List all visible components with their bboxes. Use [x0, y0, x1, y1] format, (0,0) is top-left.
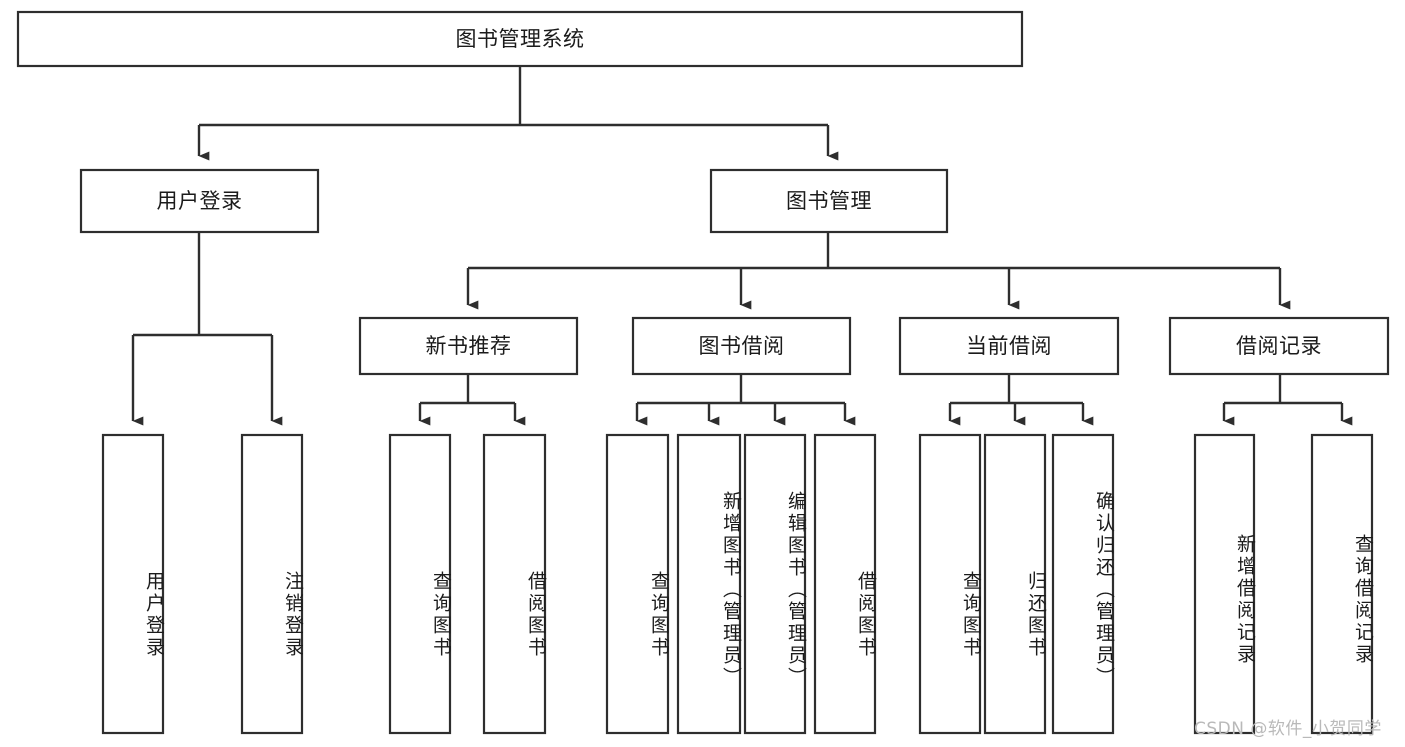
- node-leaf-cur-confirm[interactable]: [1053, 435, 1113, 733]
- node-leaf-cur-return[interactable]: [985, 435, 1045, 733]
- box-leaf-rec-add[interactable]: [1193, 433, 1256, 735]
- box-leaf-rec-borrow[interactable]: [482, 433, 547, 735]
- node-borrow-record[interactable]: [1170, 318, 1388, 374]
- box-leaf-rec-search[interactable]: [1310, 433, 1374, 735]
- node-boxes: [16, 10, 1390, 735]
- connector-book-manage-to-level3: [466, 232, 1291, 310]
- node-leaf-borrow-edit[interactable]: [745, 435, 805, 733]
- node-book-manage[interactable]: [711, 170, 947, 232]
- node-leaf-user-logout[interactable]: [242, 435, 302, 733]
- box-leaf-rec-query[interactable]: [388, 433, 452, 735]
- connector-root-to-level2: [197, 66, 839, 161]
- box-leaf-borrow-add[interactable]: [676, 433, 742, 735]
- node-root[interactable]: [18, 12, 1022, 66]
- node-leaf-rec-query[interactable]: [390, 435, 450, 733]
- box-leaf-cur-confirm[interactable]: [1051, 433, 1115, 735]
- node-leaf-rec-search[interactable]: [1312, 435, 1372, 733]
- box-leaf-cur-return[interactable]: [983, 433, 1047, 735]
- connector-borrow-record-to-leaves: [1222, 374, 1353, 426]
- node-new-book-rec[interactable]: [360, 318, 577, 374]
- box-root[interactable]: [16, 10, 1024, 68]
- node-leaf-borrow-lend[interactable]: [815, 435, 875, 733]
- box-leaf-user-login[interactable]: [101, 433, 165, 735]
- box-user-login[interactable]: [79, 168, 320, 234]
- box-new-book-rec[interactable]: [358, 316, 579, 376]
- node-book-borrow[interactable]: [633, 318, 850, 374]
- node-leaf-rec-borrow[interactable]: [484, 435, 545, 733]
- box-leaf-cur-query[interactable]: [918, 433, 982, 735]
- box-current-borrow[interactable]: [898, 316, 1120, 376]
- node-leaf-user-login[interactable]: [103, 435, 163, 733]
- box-leaf-borrow-lend[interactable]: [813, 433, 877, 735]
- connector-current-borrow-to-leaves: [948, 374, 1094, 426]
- connector-new-book-rec-to-leaves: [418, 374, 526, 426]
- node-leaf-cur-query[interactable]: [920, 435, 980, 733]
- node-leaf-borrow-query[interactable]: [607, 435, 668, 733]
- node-leaf-borrow-add[interactable]: [678, 435, 740, 733]
- node-current-borrow[interactable]: [900, 318, 1118, 374]
- box-leaf-borrow-query[interactable]: [605, 433, 670, 735]
- watermark: CSDN @软件_小贺同学: [1194, 719, 1382, 739]
- node-leaf-rec-add[interactable]: [1195, 435, 1254, 733]
- connector-book-borrow-to-leaves: [635, 374, 856, 426]
- box-leaf-borrow-edit[interactable]: [743, 433, 807, 735]
- box-leaf-user-logout[interactable]: [240, 433, 304, 735]
- node-user-login[interactable]: [81, 170, 318, 232]
- connector-user-login-to-leaves: [131, 232, 283, 426]
